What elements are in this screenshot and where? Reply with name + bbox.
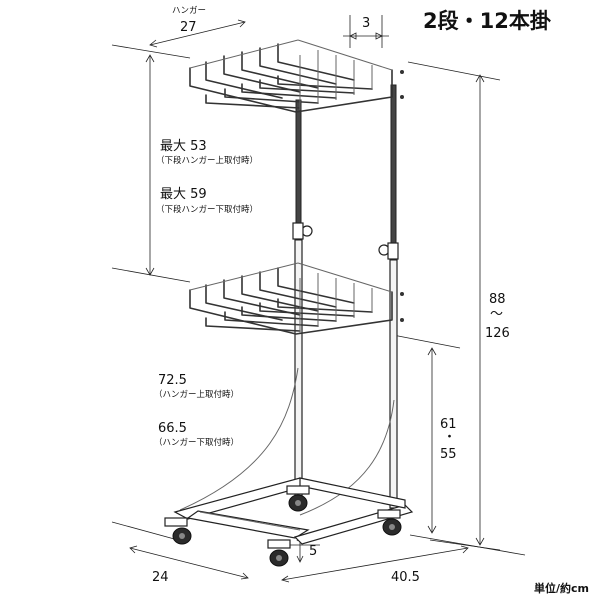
max-lower-value: 最大 59 (160, 187, 207, 202)
upper-hanger-bar (189, 39, 404, 113)
total-height-min: 88 (489, 292, 506, 307)
lower-rack-height-sep: ・ (443, 430, 456, 445)
caster-back-right (377, 509, 402, 536)
lower-rack-height-min: 61 (440, 417, 457, 432)
base-depth-dimension (111, 521, 249, 580)
hanger-rack-illustration (164, 39, 414, 567)
hanger-width-dimension (149, 19, 246, 48)
max-upper-value: 最大 53 (160, 139, 207, 154)
total-height-sep: ～ (490, 307, 503, 322)
height-upper-value: 72.5 (158, 373, 187, 388)
front-curve-frame (179, 367, 299, 511)
height-lower-value: 66.5 (158, 421, 187, 436)
max-height-dimension (111, 44, 191, 283)
lower-hanger-bar (189, 262, 404, 335)
unit-label: 単位/約cm (534, 581, 589, 595)
total-height-max: 126 (485, 326, 510, 341)
height-upper-note: （ハンガー上取付時） (154, 389, 239, 400)
back-pole (389, 257, 398, 509)
ground-clearance-label: 5 (309, 544, 317, 559)
front-inner-pole (295, 99, 302, 241)
lower-rack-height-max: 55 (440, 447, 457, 462)
arm-spacing-dimension (343, 15, 389, 48)
max-upper-note: （下段ハンガー上取付時） (156, 155, 258, 166)
hanger-label: ハンガー (172, 5, 206, 16)
caster-back-center (286, 485, 310, 512)
hanger-width-label: 27 (180, 20, 197, 35)
product-title: 2段・12本掛 (423, 9, 551, 33)
front-pole (294, 237, 303, 507)
back-curve-frame (299, 399, 395, 516)
lower-rack-height-dimension (392, 334, 461, 534)
base-width-dimension (281, 534, 526, 583)
max-lower-note: （下段ハンガー下取付時） (156, 204, 258, 215)
back-inner-pole (390, 84, 397, 261)
caster-front-left (164, 517, 192, 545)
height-lower-note: （ハンガー下取付時） (154, 437, 239, 448)
base-width-label: 40.5 (391, 570, 420, 585)
base-depth-label: 24 (152, 570, 169, 585)
caster-front-center (267, 539, 291, 567)
arm-spacing-label: 3 (362, 16, 370, 31)
total-height-dimension (407, 61, 501, 551)
